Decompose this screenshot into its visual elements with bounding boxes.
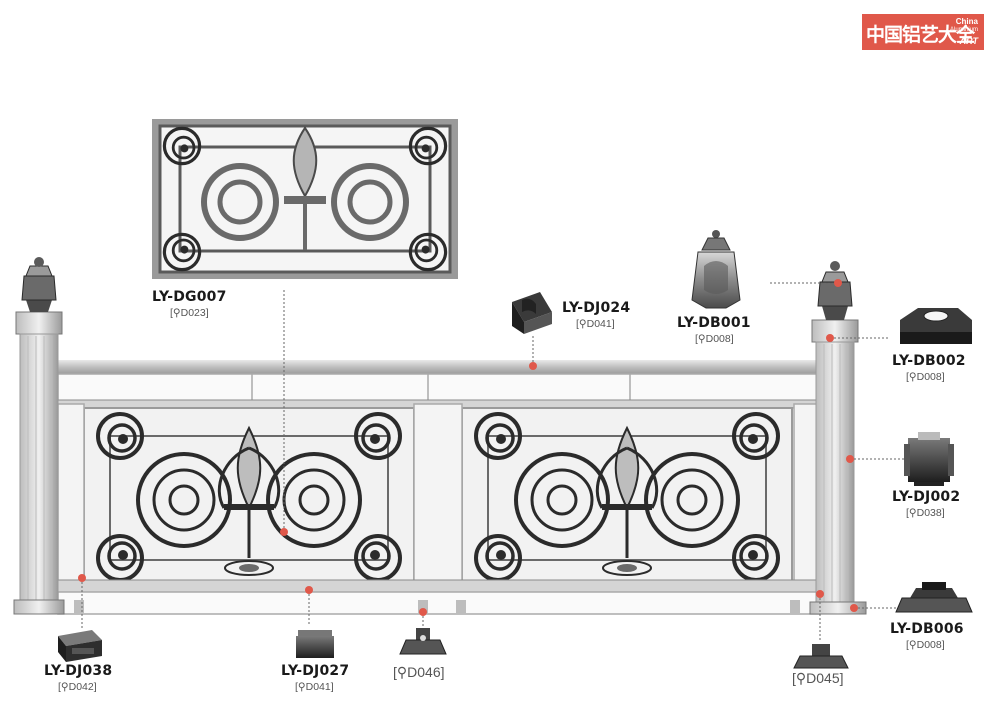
dj024-ref: [⚲D041] <box>576 318 615 330</box>
bottom-rail <box>57 579 821 615</box>
dj038-ref: [⚲D042] <box>58 681 97 693</box>
marker-dj027[interactable] <box>305 586 313 594</box>
brand-logo: 中国铝艺大全 China Aluminium ART <box>862 14 984 50</box>
d045-part-image <box>793 644 849 669</box>
marker-d046[interactable] <box>419 608 427 616</box>
logo-text-line2: Aluminium <box>949 27 978 33</box>
dj002-ref: [⚲D038] <box>906 507 945 519</box>
right-column <box>809 261 867 615</box>
dj002-part-image <box>904 432 954 486</box>
logo-chinese-text: 中国铝艺大全 <box>866 24 975 46</box>
logo-text-line3: ART <box>959 36 978 46</box>
db002-code: LY-DB002 <box>892 353 966 369</box>
dg007-panel-image <box>152 119 458 279</box>
d046-part-image <box>399 628 447 655</box>
db002-part-image <box>900 308 972 344</box>
db001-part-image <box>691 230 741 309</box>
d046-ref: [⚲D046] <box>393 664 445 680</box>
dj027-part-image <box>296 630 334 658</box>
railing-panel-right <box>462 408 792 586</box>
dj002-code: LY-DJ002 <box>892 489 961 505</box>
db006-part-image <box>895 582 973 613</box>
db006-ref: [⚲D008] <box>906 639 945 651</box>
markers <box>78 279 858 616</box>
leader-lines <box>81 282 904 642</box>
marker-dj024[interactable] <box>529 362 537 370</box>
dj027-ref: [⚲D041] <box>295 681 334 693</box>
left-column <box>13 257 65 615</box>
db002-ref: [⚲D008] <box>906 371 945 383</box>
db001-code: LY-DB001 <box>677 315 751 331</box>
marker-db001[interactable] <box>834 279 842 287</box>
logo-text-line1: China <box>955 17 978 26</box>
dj038-part-image <box>58 630 102 662</box>
d045-ref: [⚲D045] <box>792 670 844 686</box>
railing-panel-left <box>84 408 414 586</box>
dj024-code: LY-DJ024 <box>562 300 631 316</box>
dg007-code: LY-DG007 <box>152 289 227 305</box>
marker-db002[interactable] <box>826 334 834 342</box>
dj024-part-image <box>512 292 552 334</box>
db006-code: LY-DB006 <box>890 621 964 637</box>
dj038-code: LY-DJ038 <box>44 663 113 679</box>
dg007-ref: [⚲D023] <box>170 307 209 319</box>
marker-db006[interactable] <box>850 604 858 612</box>
top-rail <box>57 360 821 409</box>
center-post <box>413 403 463 595</box>
db001-ref: [⚲D008] <box>695 333 734 345</box>
marker-dj002[interactable] <box>846 455 854 463</box>
dj027-code: LY-DJ027 <box>281 663 350 679</box>
marker-dj038[interactable] <box>78 574 86 582</box>
marker-d045[interactable] <box>816 590 824 598</box>
marker-dg007[interactable] <box>280 528 288 536</box>
